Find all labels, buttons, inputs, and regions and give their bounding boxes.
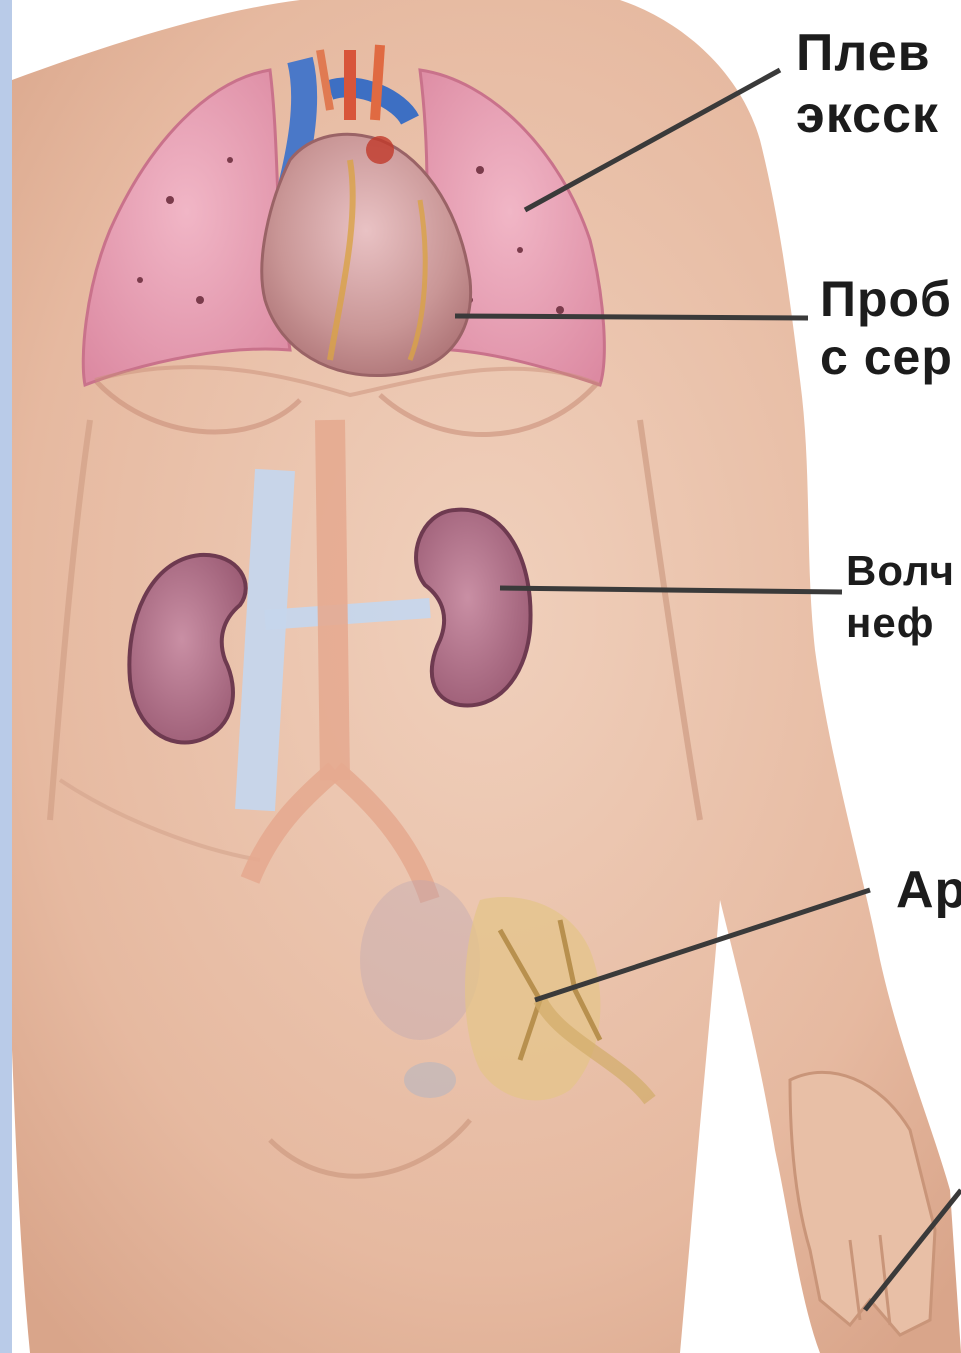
label-pleura: Плев эксск <box>796 22 939 146</box>
label-kidney-line1: Волч <box>846 545 955 597</box>
leader-line-heart <box>455 316 808 318</box>
label-joint-line1: Ар <box>896 860 961 920</box>
label-heart-line2: с сер <box>820 328 953 386</box>
label-heart: Проб с сер <box>820 270 953 386</box>
frame-strip <box>0 0 12 1353</box>
label-pleura-line1: Плев <box>796 22 939 84</box>
label-kidney-line2: неф <box>846 597 955 649</box>
label-kidney: Волч неф <box>846 545 955 649</box>
label-joint: Ар <box>896 860 961 920</box>
label-heart-line1: Проб <box>820 270 953 328</box>
label-pleura-line2: эксск <box>796 84 939 146</box>
